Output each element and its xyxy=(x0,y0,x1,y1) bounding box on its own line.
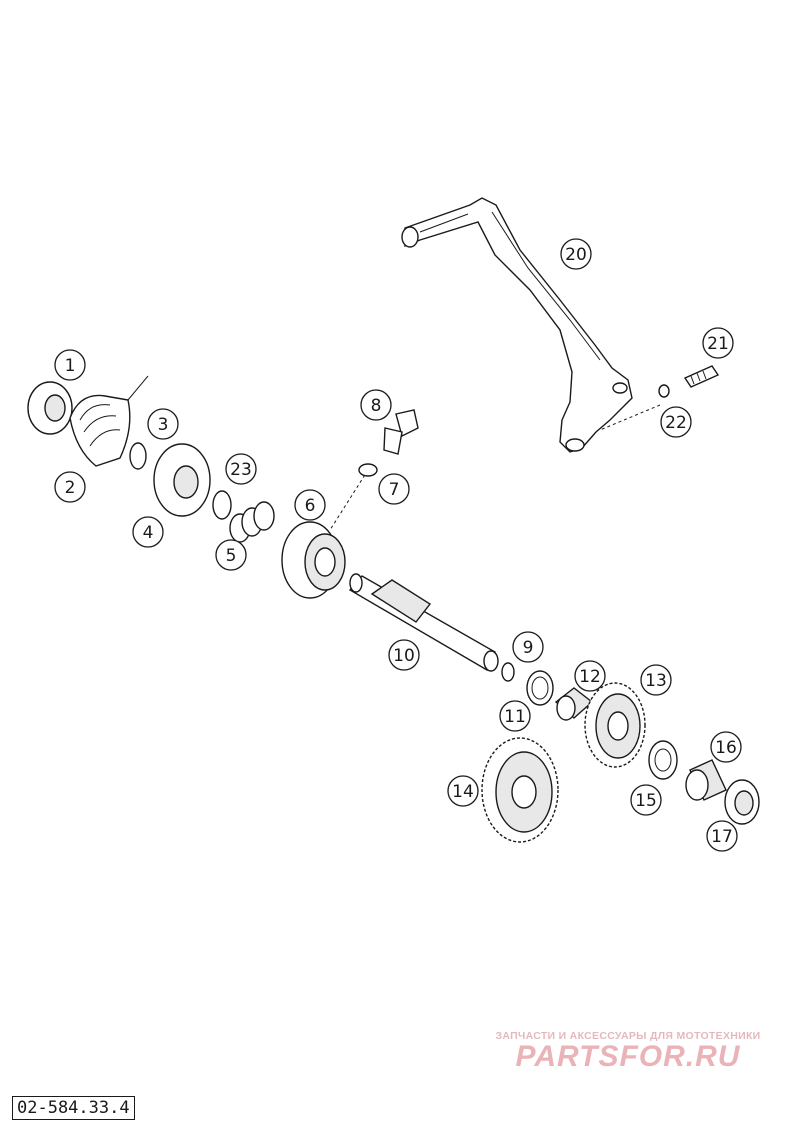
callout-circle xyxy=(499,700,531,732)
kickstart-gear-part xyxy=(281,521,346,599)
callout-label: 13 xyxy=(645,671,667,691)
callout-label: 7 xyxy=(389,480,400,500)
callout-14: 14 xyxy=(447,775,479,807)
circlip-part xyxy=(129,442,147,470)
callout-label: 16 xyxy=(715,738,737,758)
washer-part xyxy=(358,463,378,477)
callout-3: 3 xyxy=(147,408,179,440)
assembly-line-22-20 xyxy=(599,404,661,431)
callout-circle xyxy=(215,539,247,571)
callout-circle xyxy=(706,820,738,852)
needle-bearing-part xyxy=(554,687,594,721)
callout-label: 3 xyxy=(158,415,169,435)
callout-circle xyxy=(360,389,392,421)
shim-washer-part xyxy=(526,670,554,706)
callout-16: 16 xyxy=(710,731,742,763)
callout-circle xyxy=(378,473,410,505)
callout-circle xyxy=(512,631,544,663)
kickstart-shaft-part xyxy=(348,573,499,672)
thrust-washer-part xyxy=(501,662,515,682)
callout-8: 8 xyxy=(360,389,392,421)
callout-label: 22 xyxy=(665,413,687,433)
callout-label: 8 xyxy=(371,396,382,416)
callout-13: 13 xyxy=(640,664,672,696)
callout-circle xyxy=(710,731,742,763)
callout-5: 5 xyxy=(215,539,247,571)
stop-bolt-part xyxy=(383,409,419,455)
callout-1: 1 xyxy=(54,349,86,381)
callout-label: 6 xyxy=(305,496,316,516)
callout-circle xyxy=(447,775,479,807)
intermediate-gear-part xyxy=(584,682,646,768)
callout-circle xyxy=(660,406,692,438)
callout-4: 4 xyxy=(132,516,164,548)
callout-circle xyxy=(54,471,86,503)
callout-7: 7 xyxy=(378,473,410,505)
drawing-number: 02-584.33.4 xyxy=(12,1096,135,1120)
callout-label: 20 xyxy=(565,245,587,265)
callout-2: 2 xyxy=(54,471,86,503)
callout-10: 10 xyxy=(388,639,420,671)
callout-20: 20 xyxy=(560,238,592,270)
large-gear-part xyxy=(481,737,559,843)
spacer-washer-part xyxy=(648,740,678,780)
coil-spring-part xyxy=(229,501,275,543)
ratchet-ring-part xyxy=(27,381,73,435)
callout-circle xyxy=(574,660,606,692)
callout-label: 2 xyxy=(65,478,76,498)
kickstart-lever-part xyxy=(401,197,633,453)
callout-circle xyxy=(388,639,420,671)
ring-part xyxy=(212,490,232,520)
callout-21: 21 xyxy=(702,327,734,359)
callout-circle xyxy=(54,349,86,381)
callout-17: 17 xyxy=(706,820,738,852)
callout-circle xyxy=(702,327,734,359)
callout-circle xyxy=(560,238,592,270)
watermark-brand: PARTSFOR.RU xyxy=(515,1040,741,1073)
small-ring-part xyxy=(658,384,670,398)
callout-label: 12 xyxy=(579,667,601,687)
callout-23: 23 xyxy=(225,453,257,485)
bolt-part xyxy=(683,365,720,388)
callout-label: 15 xyxy=(635,791,657,811)
assembly-line-7-6 xyxy=(329,469,369,531)
disc-washer-part xyxy=(153,443,211,517)
callout-22: 22 xyxy=(660,406,692,438)
callout-11: 11 xyxy=(499,700,531,732)
bushing-part xyxy=(724,779,760,825)
callout-6: 6 xyxy=(294,489,326,521)
callout-label: 5 xyxy=(226,546,237,566)
callout-label: 10 xyxy=(393,646,415,666)
callout-label: 1 xyxy=(65,356,76,376)
callout-label: 14 xyxy=(452,782,474,802)
callout-label: 4 xyxy=(143,523,154,543)
callout-circle xyxy=(225,453,257,485)
callout-circle xyxy=(147,408,179,440)
callout-label: 11 xyxy=(504,707,526,727)
callout-15: 15 xyxy=(630,784,662,816)
callout-label: 23 xyxy=(230,460,252,480)
callout-circle xyxy=(630,784,662,816)
callout-label: 21 xyxy=(707,334,729,354)
callout-12: 12 xyxy=(574,660,606,692)
callout-circle xyxy=(640,664,672,696)
callout-label: 9 xyxy=(523,638,534,658)
roller-bearing-part xyxy=(685,759,727,801)
callout-circle xyxy=(294,489,326,521)
watermark-tagline: ЗАПЧАСТИ И АКСЕССУАРЫ ДЛЯ МОТОТЕХНИКИ xyxy=(495,1030,761,1042)
spring-part xyxy=(69,375,149,467)
callout-label: 17 xyxy=(711,827,733,847)
watermark: ЗАПЧАСТИ И АКСЕССУАРЫ ДЛЯ МОТОТЕХНИКИ PA… xyxy=(468,1030,788,1074)
callout-9: 9 xyxy=(512,631,544,663)
callout-circle xyxy=(132,516,164,548)
